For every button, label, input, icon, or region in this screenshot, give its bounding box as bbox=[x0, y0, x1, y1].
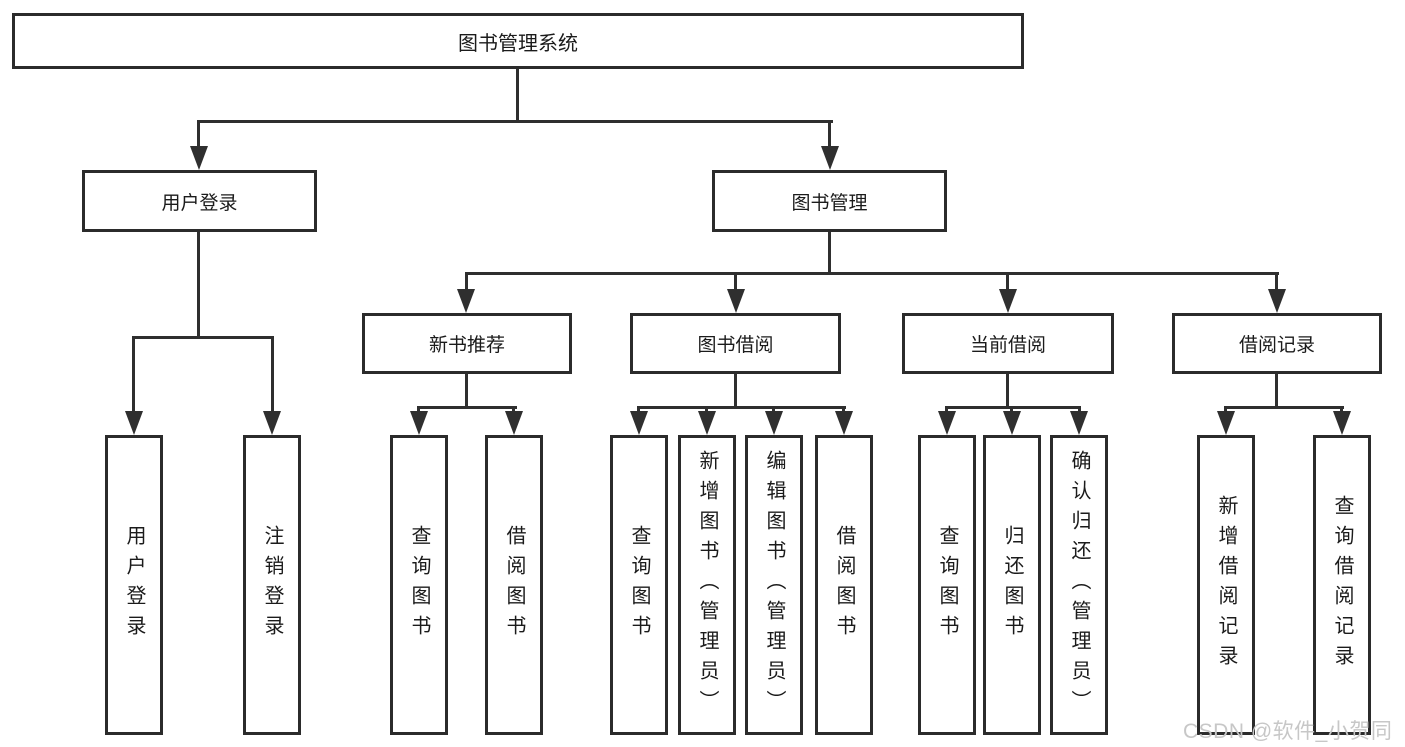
connector-stem bbox=[465, 272, 468, 294]
connector-vline bbox=[828, 231, 831, 274]
node-new-book-recommendation: 新书推荐 bbox=[362, 313, 572, 374]
connector-stem bbox=[828, 120, 831, 150]
arrowhead-down-icon bbox=[1070, 411, 1088, 435]
connector-vline bbox=[465, 373, 468, 408]
connector-stem bbox=[734, 272, 737, 294]
leaf-add-books-admin: 新增图书（管理员） bbox=[678, 435, 736, 735]
connector-stem bbox=[945, 406, 948, 415]
connector-hline bbox=[465, 272, 1279, 275]
connector-hline bbox=[1224, 406, 1344, 409]
arrowhead-down-icon bbox=[410, 411, 428, 435]
arrowhead-down-icon bbox=[1268, 289, 1286, 313]
connector-hline bbox=[197, 120, 833, 123]
connector-stem bbox=[842, 406, 845, 415]
connector-stem bbox=[512, 406, 515, 415]
leaf-borrow-books-recommend: 借阅图书 bbox=[485, 435, 543, 735]
arrowhead-down-icon bbox=[457, 289, 475, 313]
node-library-management-system: 图书管理系统 bbox=[12, 13, 1024, 69]
leaf-borrow-books: 借阅图书 bbox=[815, 435, 873, 735]
arrowhead-down-icon bbox=[999, 289, 1017, 313]
connector-stem bbox=[1224, 406, 1227, 415]
leaf-confirm-return-admin: 确认归还（管理员） bbox=[1050, 435, 1108, 735]
arrowhead-down-icon bbox=[1003, 411, 1021, 435]
connector-stem bbox=[271, 336, 274, 414]
arrowhead-down-icon bbox=[125, 411, 143, 435]
leaf-edit-books-admin: 编辑图书（管理员） bbox=[745, 435, 803, 735]
connector-vline bbox=[1275, 373, 1278, 408]
node-current-borrowing: 当前借阅 bbox=[902, 313, 1114, 374]
connector-stem bbox=[1275, 272, 1278, 294]
node-book-management: 图书管理 bbox=[712, 170, 947, 232]
connector-stem bbox=[1006, 272, 1009, 294]
connector-vline bbox=[734, 373, 737, 408]
connector-vline bbox=[1006, 373, 1009, 408]
leaf-logout: 注销登录 bbox=[243, 435, 301, 735]
connector-stem bbox=[637, 406, 640, 415]
arrowhead-down-icon bbox=[505, 411, 523, 435]
arrowhead-down-icon bbox=[263, 411, 281, 435]
connector-stem bbox=[197, 120, 200, 150]
node-user-login: 用户登录 bbox=[82, 170, 317, 232]
connector-stem bbox=[1340, 406, 1343, 415]
connector-stem bbox=[1010, 406, 1013, 415]
csdn-watermark: CSDN @软件_小贺同学 bbox=[1183, 720, 1393, 743]
connector-stem bbox=[417, 406, 420, 415]
arrowhead-down-icon bbox=[835, 411, 853, 435]
connector-hline bbox=[132, 336, 274, 339]
connector-stem bbox=[132, 336, 135, 414]
connector-stem bbox=[772, 406, 775, 415]
connector-vline bbox=[197, 231, 200, 337]
arrowhead-down-icon bbox=[1333, 411, 1351, 435]
connector-hline bbox=[637, 406, 846, 409]
connector-stem bbox=[1078, 406, 1081, 415]
arrowhead-down-icon bbox=[1217, 411, 1235, 435]
arrowhead-down-icon bbox=[821, 146, 839, 170]
connector-hline bbox=[945, 406, 1081, 409]
leaf-add-borrow-record: 新增借阅记录 bbox=[1197, 435, 1255, 735]
leaf-query-books-current: 查询图书 bbox=[918, 435, 976, 735]
arrowhead-down-icon bbox=[630, 411, 648, 435]
arrowhead-down-icon bbox=[727, 289, 745, 313]
node-borrowing-records: 借阅记录 bbox=[1172, 313, 1382, 374]
leaf-query-borrow-record: 查询借阅记录 bbox=[1313, 435, 1371, 735]
connector-vline bbox=[516, 68, 519, 121]
arrowhead-down-icon bbox=[698, 411, 716, 435]
leaf-query-books-borrow: 查询图书 bbox=[610, 435, 668, 735]
leaf-return-books: 归还图书 bbox=[983, 435, 1041, 735]
leaf-user-login: 用户登录 bbox=[105, 435, 163, 735]
connector-stem bbox=[705, 406, 708, 415]
arrowhead-down-icon bbox=[190, 146, 208, 170]
node-book-borrowing: 图书借阅 bbox=[630, 313, 841, 374]
arrowhead-down-icon bbox=[938, 411, 956, 435]
leaf-query-books-recommend: 查询图书 bbox=[390, 435, 448, 735]
arrowhead-down-icon bbox=[765, 411, 783, 435]
connector-hline bbox=[417, 406, 517, 409]
